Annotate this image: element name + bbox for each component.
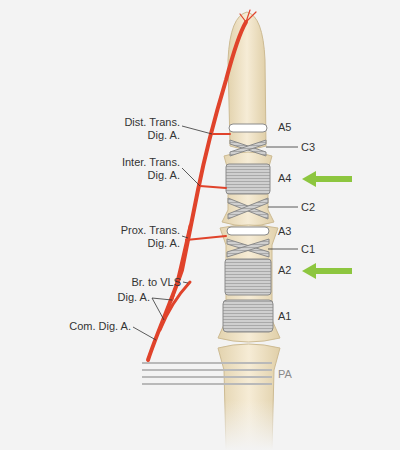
digital-arteries [148, 10, 256, 360]
pulleys [223, 124, 273, 332]
pulley-label: A1 [278, 310, 291, 323]
pointer-arrow [302, 171, 352, 279]
artery-label: Br. to VLS [131, 276, 181, 289]
artery-label: Dig. A. [118, 291, 150, 304]
artery-label: Dist. Trans. Dig. A. [108, 116, 180, 142]
palmar-aponeurosis [142, 363, 272, 384]
artery-label: Com. Dig. A. [69, 320, 131, 333]
pulley-label: A3 [278, 225, 291, 238]
pulley-label: A2 [278, 264, 291, 277]
aponeurosis-label: PA [278, 368, 292, 381]
pulley-label: C2 [301, 201, 315, 214]
artery-label: Prox. Trans. Dig. A. [108, 224, 180, 250]
pulley-label: C3 [301, 141, 315, 154]
pulley-label: C1 [301, 243, 315, 256]
pulley-label: A4 [278, 172, 291, 185]
artery-label: Inter. Trans. Dig. A. [108, 156, 180, 182]
pulley-label: A5 [278, 121, 291, 134]
